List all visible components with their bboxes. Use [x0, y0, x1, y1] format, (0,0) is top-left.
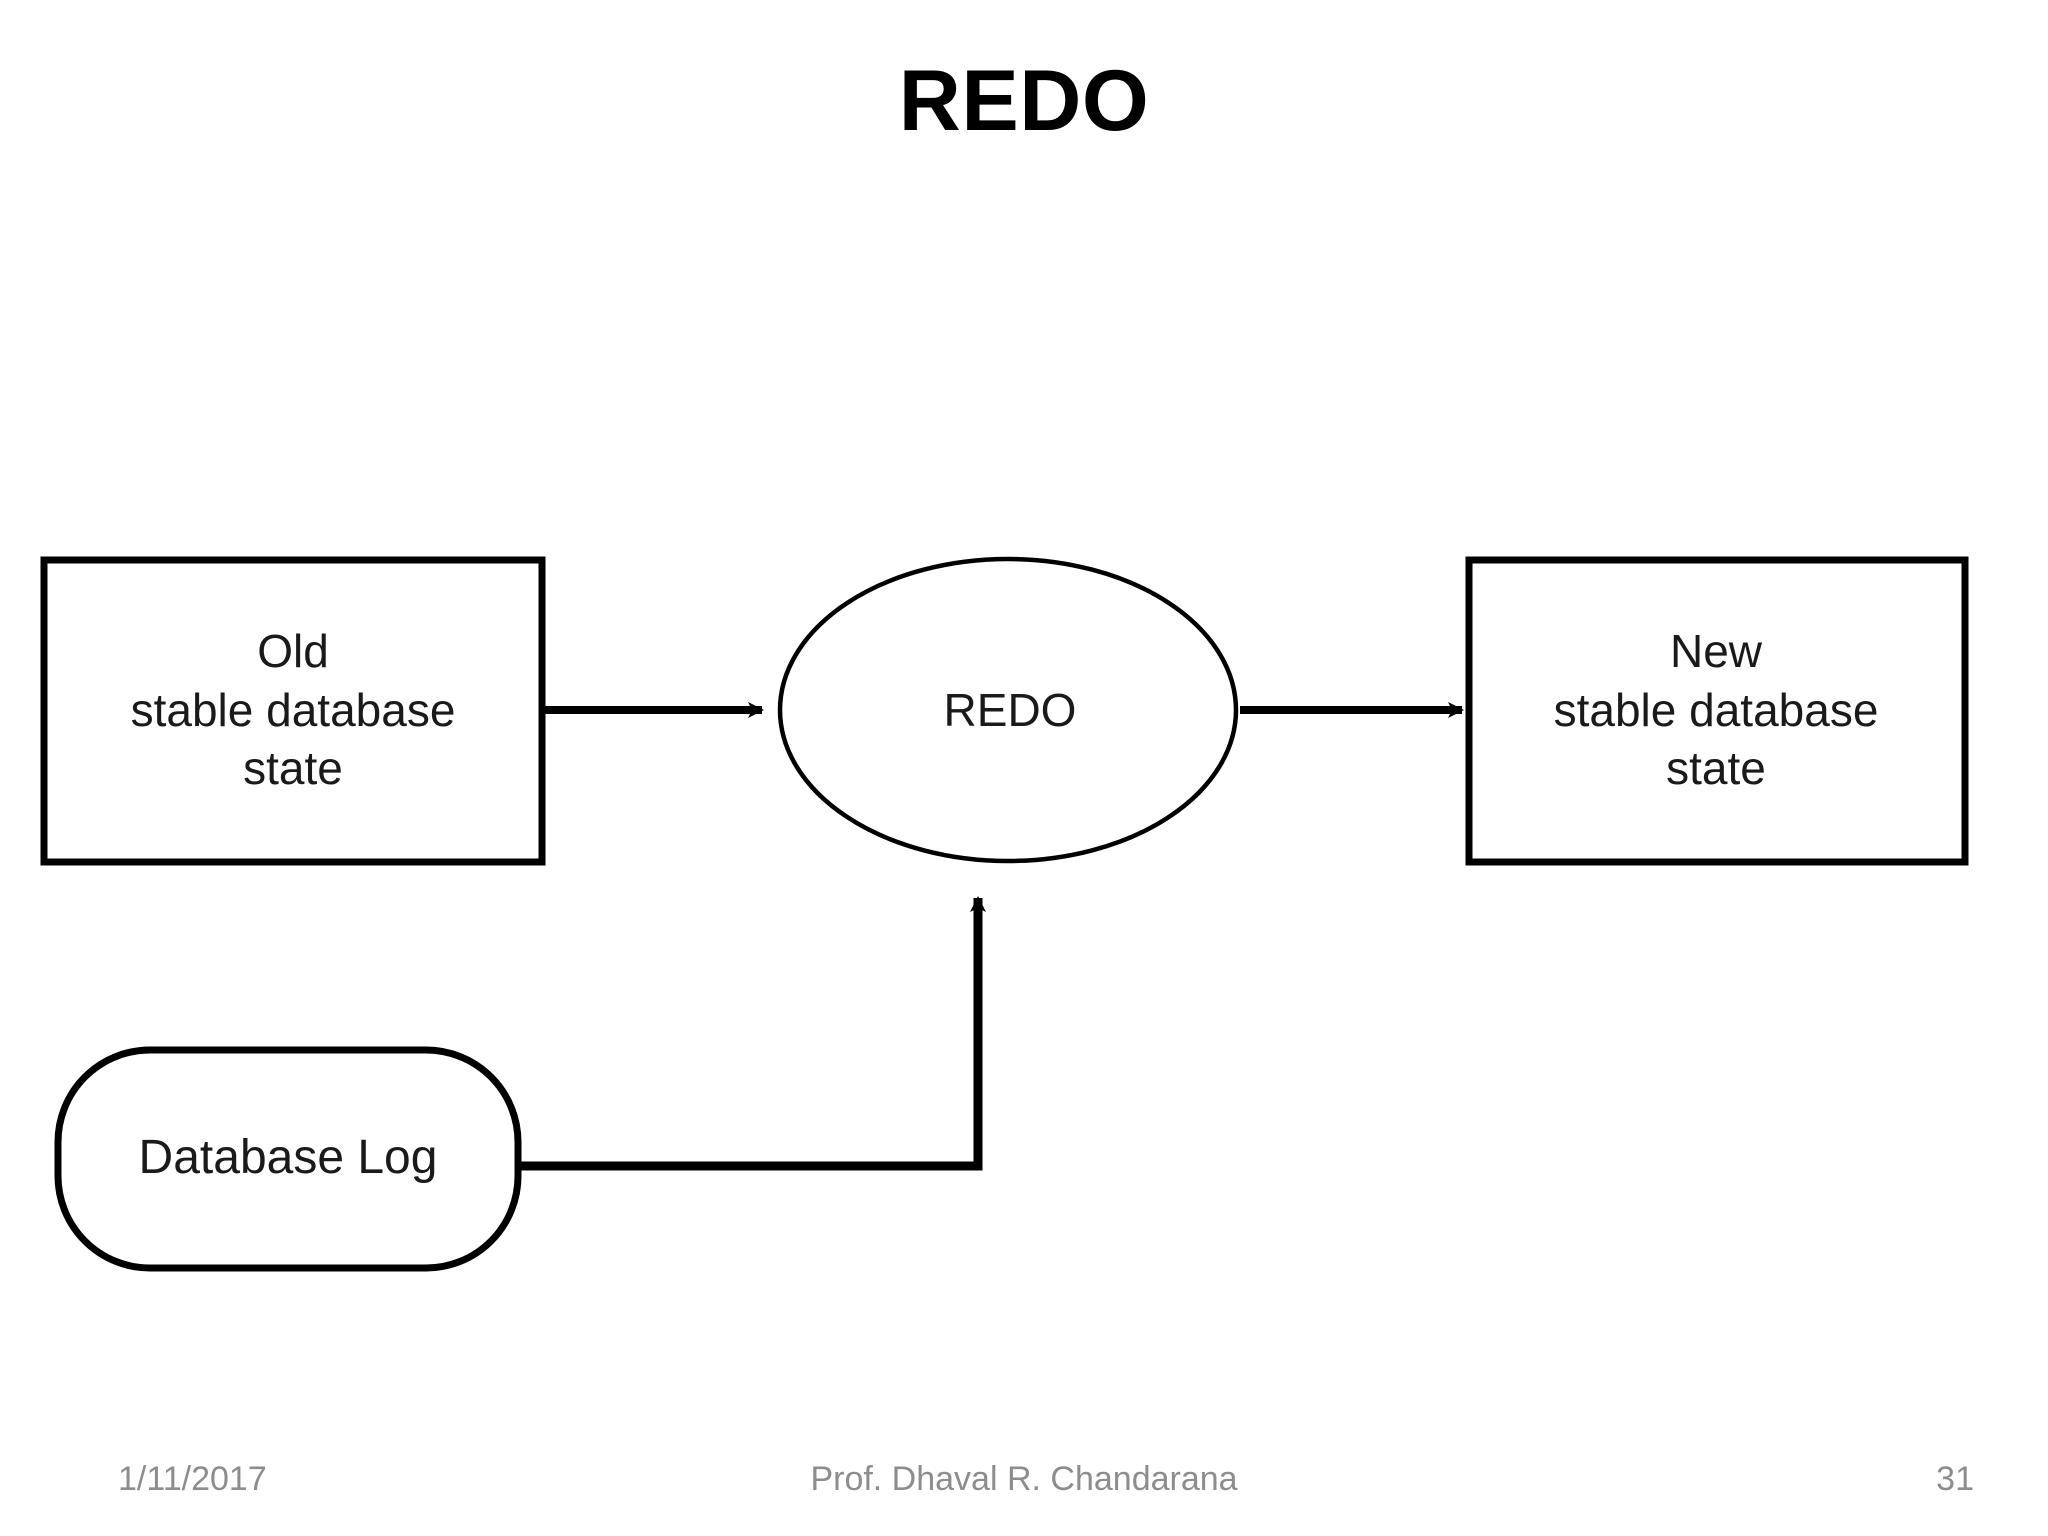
- connector-database-log-to-redo: [520, 896, 986, 1171]
- node-old-state-shape: [40, 556, 546, 866]
- node-new-state-shape: [1465, 556, 1969, 866]
- slide-footer: 1/11/2017 Prof. Dhaval R. Chandarana 31: [0, 1440, 2048, 1536]
- footer-date: 1/11/2017: [118, 1460, 267, 1498]
- node-redo-process-shape: [777, 556, 1239, 864]
- footer-page-number: 31: [1936, 1460, 1974, 1498]
- footer-author: Prof. Dhaval R. Chandarana: [810, 1460, 1238, 1498]
- node-database-log-shape: [54, 1046, 522, 1272]
- page-title: REDO: [898, 53, 1150, 149]
